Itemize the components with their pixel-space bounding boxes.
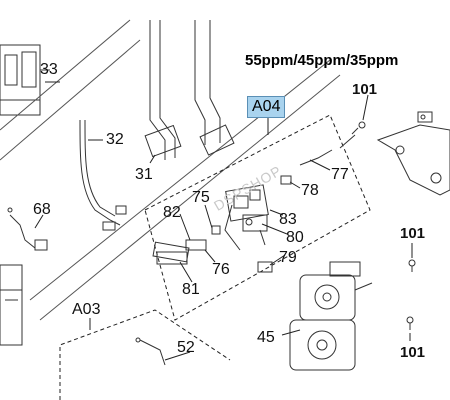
part-label-75: 75 bbox=[192, 189, 210, 206]
part-label-33: 33 bbox=[40, 61, 58, 78]
wire-68 bbox=[7, 207, 48, 251]
part-label-78: 78 bbox=[301, 182, 319, 199]
component-33-drawing bbox=[0, 44, 50, 116]
part-label-101-bottom: 101 bbox=[400, 344, 426, 361]
screw-101-top bbox=[339, 121, 366, 149]
part-label-77: 77 bbox=[331, 166, 349, 183]
part-label-68: 68 bbox=[33, 201, 51, 218]
part-label-52: 52 bbox=[177, 339, 195, 356]
part-label-32: 32 bbox=[106, 131, 124, 148]
bracket-right bbox=[376, 111, 450, 196]
part-label-80: 80 bbox=[286, 229, 304, 246]
part-label-101-top: 101 bbox=[352, 81, 378, 98]
part-label-31: 31 bbox=[135, 166, 153, 183]
component-52 bbox=[135, 337, 166, 366]
flat-cables bbox=[144, 20, 235, 160]
screw-101-middle bbox=[408, 259, 416, 272]
model-speed-title: 55ppm/45ppm/35ppm bbox=[245, 52, 399, 69]
section-label-a03: A03 bbox=[72, 301, 101, 318]
bottom-left-component bbox=[0, 264, 23, 346]
part-label-101-middle: 101 bbox=[400, 225, 426, 242]
assembly-box-a03 bbox=[59, 309, 231, 400]
sensor-assembly bbox=[152, 149, 333, 273]
assembly-box-a04 bbox=[144, 114, 371, 321]
screw-101-bottom bbox=[406, 316, 414, 330]
part-label-79: 79 bbox=[279, 249, 297, 266]
part-label-81: 81 bbox=[182, 281, 200, 298]
part-label-83: 83 bbox=[279, 211, 297, 228]
leader-lines bbox=[34, 81, 413, 361]
part-label-76: 76 bbox=[212, 261, 230, 278]
motor-45 bbox=[289, 261, 373, 371]
wire-harness-32 bbox=[79, 119, 127, 231]
part-label-82: 82 bbox=[163, 204, 181, 221]
part-label-45: 45 bbox=[257, 329, 275, 346]
section-label-a04: A04 bbox=[247, 96, 286, 118]
